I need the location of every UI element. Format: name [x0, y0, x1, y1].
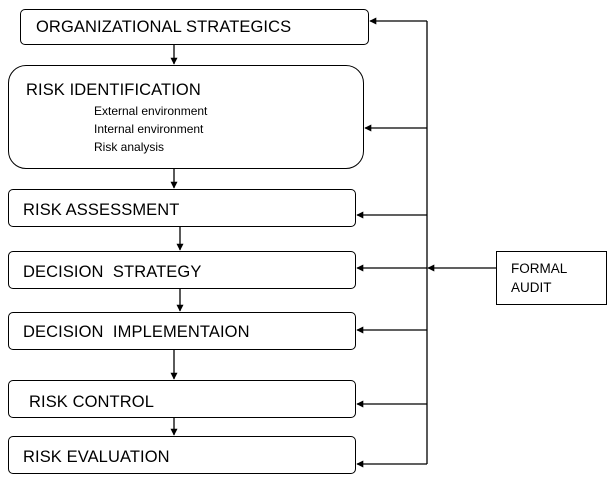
step-decision-strategy: DECISION STRATEGY: [8, 251, 356, 289]
step-organizational-strategics: ORGANIZATIONAL STRATEGICS: [20, 9, 369, 45]
audit-label-line: FORMAL: [511, 261, 568, 276]
step-label: DECISION IMPLEMENTAION: [23, 323, 250, 341]
step-risk-control: RISK CONTROL: [8, 380, 356, 418]
step-risk-identification: RISK IDENTIFICATION External environment…: [8, 65, 364, 169]
step-label: DECISION STRATEGY: [23, 263, 202, 281]
step-risk-evaluation: RISK EVALUATION: [8, 436, 356, 474]
step-risk-assessment: RISK ASSESSMENT: [8, 189, 356, 227]
sub-item-external-environment: External environment: [94, 104, 208, 118]
audit-label-line: AUDIT: [511, 280, 552, 295]
step-label: RISK ASSESSMENT: [23, 201, 180, 219]
step-decision-implementation: DECISION IMPLEMENTAION: [8, 312, 356, 350]
step-label: RISK IDENTIFICATION: [26, 81, 201, 99]
step-label: RISK CONTROL: [29, 393, 154, 411]
sub-item-risk-analysis: Risk analysis: [94, 140, 165, 154]
step-label: ORGANIZATIONAL STRATEGICS: [36, 18, 292, 36]
sub-item-internal-environment: Internal environment: [94, 122, 204, 136]
step-label: RISK EVALUATION: [23, 448, 170, 466]
formal-audit-box: FORMAL AUDIT: [496, 251, 607, 305]
